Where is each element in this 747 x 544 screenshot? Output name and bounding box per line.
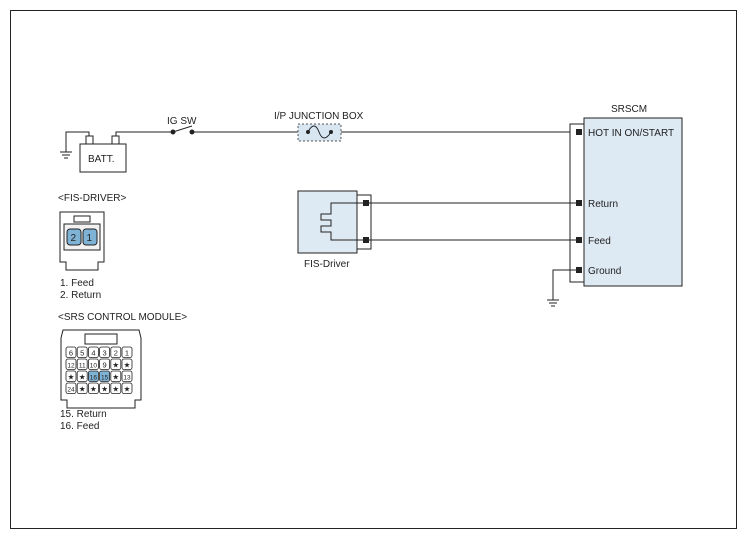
srs-pin-cell [110,358,122,370]
srs-pin-number: ★ [79,372,86,381]
fis-driver-legend-1: 1. Feed [60,278,94,289]
srs-pin-cell [65,346,77,358]
junction-box-label: I/P JUNCTION BOX [274,111,364,122]
ig-switch-contact-right [189,129,195,135]
srscm-pin-label-return: Return [588,199,618,210]
srs-pin-cell [121,370,133,382]
fis-driver-connector-header: <FIS-DRIVER> [58,193,127,204]
srs-pin-number: 12 [67,362,75,369]
srs-pin-number: 11 [79,362,86,369]
fis-driver-pin-number-1: 1 [87,233,93,244]
srs-pin-number: ★ [112,360,119,369]
srs-pin-number: ★ [112,372,119,381]
srs-pin-cell [121,382,133,394]
srs-pin-number: 13 [123,374,131,381]
srs-pin-cell [99,346,110,358]
srs-pin-number: ★ [101,384,108,393]
srs-pin-number: 2 [114,348,118,357]
srs-pin-cell [65,358,77,370]
srs-pin-cell [110,346,122,358]
battery-label: BATT. [88,154,114,165]
srs-pin-cell [65,370,77,382]
srs-pin-cell [65,382,77,394]
battery-ground-symbol [60,131,90,159]
fis-driver-component: FIS-Driver [297,190,372,270]
fis-driver-pin-number-2: 2 [71,233,77,244]
srscm-body [583,117,683,287]
srs-pin-number: 15 [101,374,109,381]
srs-pin-number: 4 [91,348,95,357]
srs-pin-cell [76,346,88,358]
srs-pin-cell [121,358,133,370]
fis-driver-pin-cell-1 [82,228,98,246]
ig-switch-label: IG SW [167,116,197,127]
srs-pin-number: ★ [90,384,97,393]
squib-element-icon [320,202,363,241]
fis-driver-connector [356,194,372,250]
fis-driver-body [297,190,358,254]
srs-pin-number: ★ [79,384,86,393]
srs-pin-cell [99,358,110,370]
fis-driver-pin-feed [363,237,369,243]
srs-pin-number: 1 [125,348,129,357]
srs-pin-cell [76,370,88,382]
srs-pin-number: 3 [103,348,107,357]
ig-switch-arm [172,125,193,133]
battery-terminal-positive [111,135,120,145]
ignition-switch: IG SW [167,116,197,135]
srscm-pin-label-ground: Ground [588,266,621,277]
srs-pin-cell [88,346,99,358]
srs-pin-number: ★ [124,360,131,369]
fis-driver-label: FIS-Driver [304,259,350,270]
fis-driver-connector-view: <FIS-DRIVER> 2 1 1. Feed 2. Return [58,193,127,301]
srs-pin-cell [110,370,122,382]
junction-box: I/P JUNCTION BOX [274,111,364,142]
fis-driver-legend-2: 2. Return [60,290,101,301]
srs-pin-number: 10 [90,362,98,369]
srs-pin-cell [76,382,88,394]
srs-module-legend-16: 16. Feed [60,421,99,432]
battery-terminal-negative [85,135,94,145]
srs-pin-cell [88,358,99,370]
srs-pin-cell [110,382,122,394]
srscm-pin-ground [576,267,582,273]
battery: BATT. [79,135,127,173]
srs-pin-cell [76,358,88,370]
srs-pin-number: 9 [103,360,107,369]
srs-pin-number: ★ [112,384,119,393]
srs-pin-number: ★ [68,372,75,381]
srs-pin-number: ★ [124,384,131,393]
srs-pin-number: 16 [90,374,98,381]
srscm-pin-return [576,200,582,206]
fis-driver-connector-latch [73,215,91,223]
fis-driver-pin-cell-2 [66,228,82,246]
srscm-ground-symbol [547,269,576,307]
fis-driver-pin-return [363,200,369,206]
srs-pin-cell [121,346,133,358]
fuse-icon [307,125,332,139]
srscm-title: SRSCM [611,104,647,115]
srs-pin-number: 5 [80,348,84,357]
srscm-pin-label-hot: HOT IN ON/START [588,128,674,139]
srscm-pin-feed [576,237,582,243]
srscm-pin-label-feed: Feed [588,236,611,247]
srs-module-legend-15: 15. Return [60,409,107,420]
srs-pin-cell [99,382,110,394]
srs-module-connector-header: <SRS CONTROL MODULE> [58,312,187,323]
srs-pin-number: 24 [67,386,75,393]
supply-wire [115,131,576,136]
battery-body [79,143,127,173]
diagram-border [10,10,737,529]
srs-pin-cell [88,382,99,394]
srscm-module: SRSCM HOT IN ON/START Return Feed Ground [569,104,683,287]
srs-pin-cell [99,370,110,382]
srs-module-connector-latch [84,333,118,345]
srs-pin-number: 6 [69,348,73,357]
srscm-pin-hot [576,129,582,135]
srs-pin-cell [88,370,99,382]
